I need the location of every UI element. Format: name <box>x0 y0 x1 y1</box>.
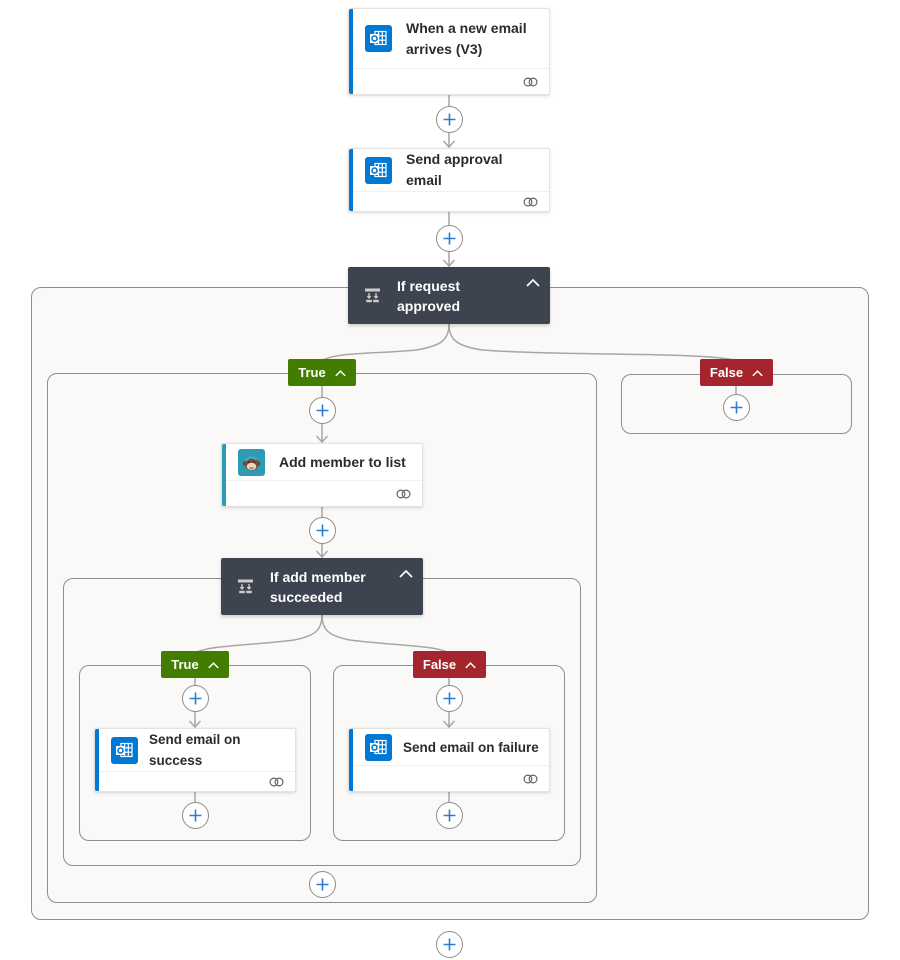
accent-bar <box>349 9 353 94</box>
insert-step-button[interactable] <box>181 684 209 712</box>
chevron-up-icon <box>465 661 476 669</box>
insert-step-button[interactable] <box>435 801 463 829</box>
inner-false-branch-badge[interactable]: False <box>413 651 486 678</box>
chevron-up-icon[interactable] <box>399 570 413 578</box>
plus-icon <box>443 113 455 125</box>
accent-bar <box>95 729 99 791</box>
condition-title: If request approved <box>397 277 461 314</box>
card-title: When a new email arrives (V3) <box>406 19 527 57</box>
badge-label: False <box>709 365 744 380</box>
connection-link-icon <box>523 77 538 86</box>
connection-link-icon <box>269 777 284 786</box>
trigger-card[interactable]: When a new email arrives (V3) <box>348 8 550 95</box>
send-email-on-success-card[interactable]: Send email on success <box>94 728 296 792</box>
insert-step-button[interactable] <box>722 393 750 421</box>
mailchimp-icon <box>238 448 265 476</box>
accent-bar <box>349 149 353 211</box>
insert-step-button[interactable] <box>308 516 336 544</box>
insert-step-button[interactable] <box>181 801 209 829</box>
false-branch-badge[interactable]: False <box>700 359 773 386</box>
connection-link-icon <box>523 197 538 206</box>
plus-icon <box>189 809 201 821</box>
send-approval-email-card[interactable]: Send approval email <box>348 148 550 212</box>
condition-title: If add member succeeded <box>270 568 366 605</box>
condition-card-if-add-member-succeeded[interactable]: If add member succeeded <box>221 558 423 615</box>
plus-icon <box>316 524 328 536</box>
accent-bar <box>222 444 226 506</box>
plus-icon <box>443 938 455 950</box>
plus-icon <box>316 878 328 890</box>
send-email-on-failure-card[interactable]: Send email on failure <box>348 728 550 792</box>
plus-icon <box>443 232 455 244</box>
card-title: Send email on failure <box>403 739 539 755</box>
add-member-to-list-card[interactable]: Add member to list <box>221 443 423 507</box>
connection-link-icon <box>396 489 411 498</box>
plus-icon <box>730 401 742 413</box>
badge-label: True <box>298 365 326 380</box>
chevron-up-icon <box>334 369 346 377</box>
insert-step-button[interactable] <box>435 105 463 133</box>
true-branch-badge[interactable]: True <box>288 359 356 386</box>
plus-icon <box>443 809 455 821</box>
insert-step-button[interactable] <box>308 396 336 424</box>
plus-icon <box>443 692 455 704</box>
insert-step-button[interactable] <box>435 224 463 252</box>
badge-label: False <box>422 657 457 672</box>
outlook-icon <box>365 25 392 52</box>
condition-card-if-request-approved[interactable]: If request approved <box>348 267 550 324</box>
connection-link-icon <box>523 774 538 783</box>
plus-icon <box>189 692 201 704</box>
card-title: Add member to list <box>279 453 406 470</box>
insert-step-button[interactable] <box>435 684 463 712</box>
condition-branch-icon <box>365 288 380 303</box>
insert-step-button[interactable] <box>308 870 336 898</box>
badge-label: True <box>171 657 199 672</box>
chevron-up-icon <box>207 661 219 669</box>
condition-branch-icon <box>238 579 253 594</box>
outlook-icon <box>111 736 138 764</box>
card-title: Send approval email <box>406 151 503 188</box>
inner-true-branch-badge[interactable]: True <box>161 651 229 678</box>
chevron-up-icon[interactable] <box>526 279 540 287</box>
accent-bar <box>349 729 353 791</box>
chevron-up-icon <box>752 369 763 377</box>
card-title: Send email on success <box>149 732 241 768</box>
plus-icon <box>316 404 328 416</box>
outlook-icon <box>365 733 392 761</box>
outlook-icon <box>365 156 392 184</box>
insert-step-button[interactable] <box>435 930 463 958</box>
